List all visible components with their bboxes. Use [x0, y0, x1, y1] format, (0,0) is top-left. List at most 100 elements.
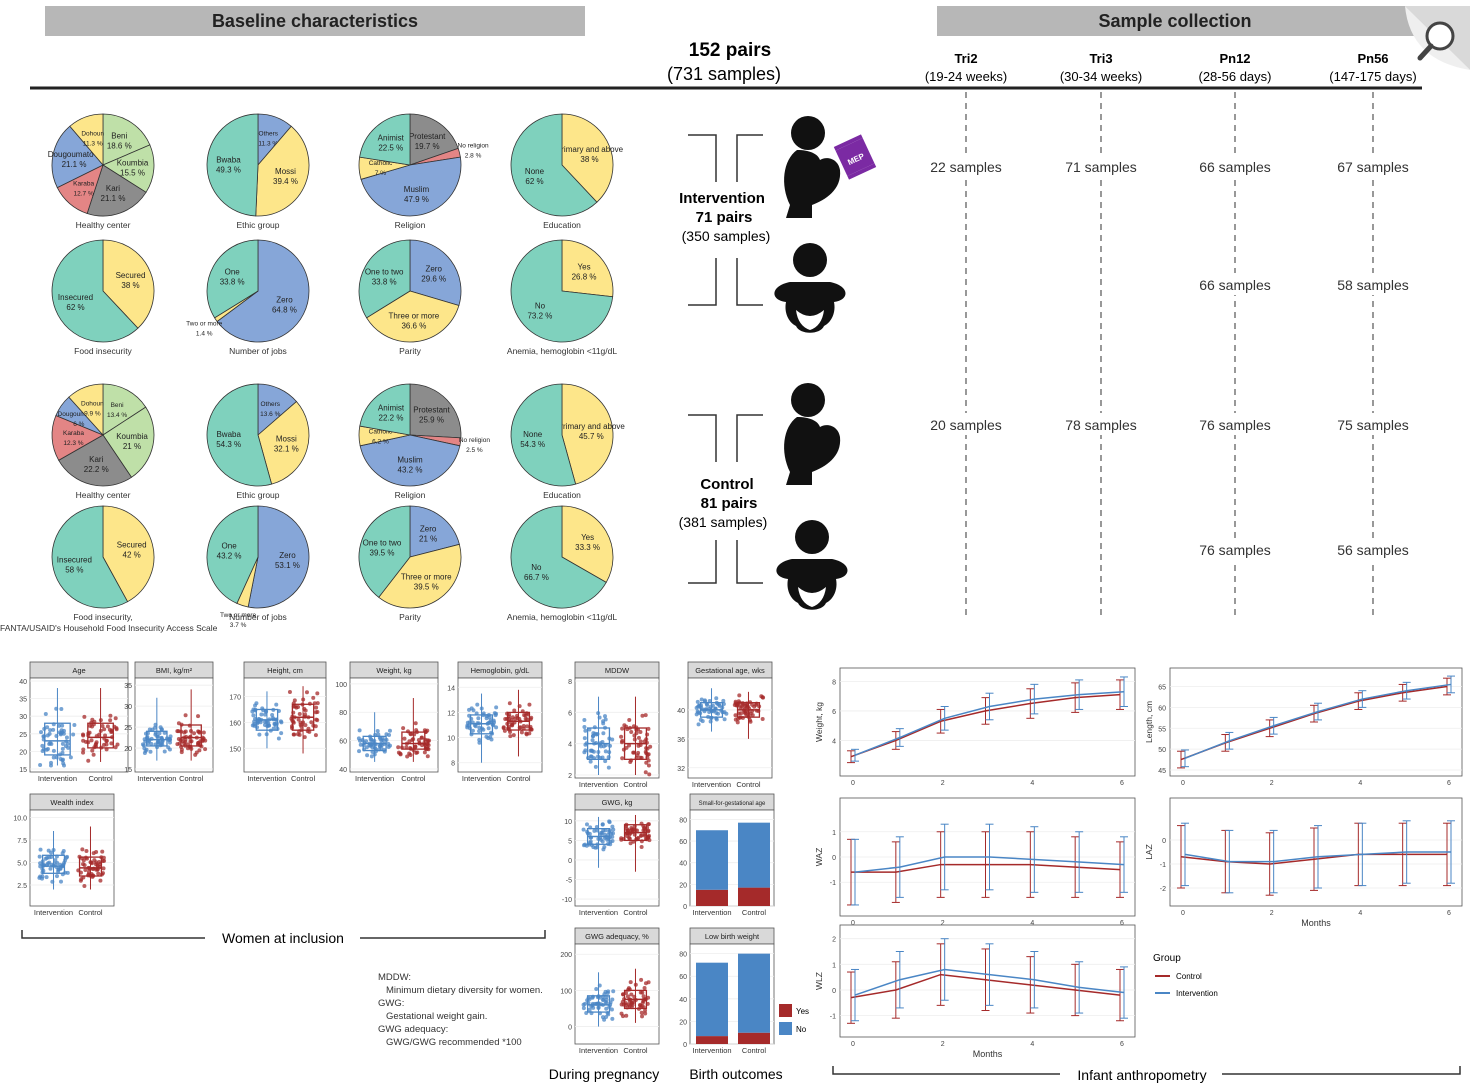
- data-point: [602, 845, 607, 850]
- slice-percent: 36.6 %: [401, 321, 426, 330]
- data-point: [610, 997, 615, 1002]
- pie-slice: [358, 239, 411, 319]
- slice-label: Kari: [89, 455, 103, 464]
- data-point: [313, 733, 318, 738]
- intervention-pairs: 71 pairs: [696, 209, 753, 226]
- data-point: [628, 980, 633, 985]
- data-point: [57, 723, 62, 728]
- slice-label: No religion: [459, 437, 490, 444]
- intervention-series-line: [854, 690, 1125, 756]
- slice-label: Mossi: [276, 435, 297, 444]
- timepoint-range: (30-34 weeks): [1060, 69, 1142, 84]
- data-point: [302, 735, 307, 740]
- slice-label: Beni: [111, 402, 124, 409]
- box: [78, 856, 103, 877]
- data-point: [625, 994, 630, 999]
- tick-label: 65: [1158, 685, 1166, 692]
- data-point: [115, 742, 120, 747]
- data-point: [276, 736, 281, 741]
- intervention-series-line: [854, 856, 1125, 873]
- pie-slice: [51, 239, 139, 343]
- data-point: [646, 822, 651, 827]
- data-point: [59, 879, 64, 884]
- data-point: [176, 736, 181, 741]
- slice-percent: 9.9 %: [84, 410, 101, 417]
- slice-percent: 29.6 %: [421, 274, 446, 283]
- data-point: [641, 994, 646, 999]
- tick-label: -1: [830, 1014, 836, 1021]
- bar-no: [738, 953, 770, 1033]
- timepoint-name: Tri2: [954, 51, 977, 66]
- data-point: [707, 699, 712, 704]
- data-point: [637, 1003, 642, 1008]
- slice-label: Dohoun: [81, 130, 104, 137]
- slice-label: No: [535, 302, 546, 311]
- pie-slice: [51, 505, 129, 609]
- pie-slice: [102, 144, 155, 193]
- panel-title: Gestational age, wks: [695, 666, 765, 675]
- slice-label: Zero: [425, 264, 442, 273]
- slice-label: Dohoun: [81, 400, 104, 407]
- slice-percent: 32.1 %: [274, 445, 299, 454]
- data-point: [581, 827, 586, 832]
- legend-yes: Yes: [796, 1007, 809, 1016]
- count-cell: 67 samples: [1337, 159, 1409, 175]
- data-point: [401, 726, 406, 731]
- tick-label: 0: [683, 904, 687, 911]
- data-point: [695, 699, 700, 704]
- sample-header: Sample collection: [1098, 11, 1251, 31]
- slice-percent: 39.5 %: [414, 583, 439, 592]
- data-point: [587, 1007, 592, 1012]
- tick-label: 160: [229, 720, 241, 727]
- tick-label: 200: [560, 952, 572, 959]
- slice-percent: 45.7 %: [579, 432, 604, 441]
- slice-percent: 3.7 %: [230, 622, 247, 629]
- intervention-series-line: [1184, 683, 1452, 760]
- control-series-line: [850, 973, 1121, 999]
- panel-title: BMI, kg/m²: [156, 666, 193, 675]
- data-point: [610, 1016, 615, 1021]
- slice-label: Bwaba: [216, 430, 241, 439]
- slice-percent: 62 %: [66, 303, 84, 312]
- baby-icon: [774, 243, 846, 333]
- zoom-button[interactable]: [1405, 6, 1470, 70]
- slice-label: Primary and above: [556, 145, 624, 154]
- data-point: [274, 702, 279, 707]
- slice-percent: 21 %: [123, 442, 141, 451]
- data-point: [92, 858, 97, 863]
- tick-label: 15: [124, 767, 132, 774]
- intervention-series-line: [854, 968, 1125, 996]
- pie-slice: [510, 383, 577, 487]
- slice-percent: 7 %: [375, 170, 386, 177]
- data-point: [183, 740, 188, 745]
- slice-label: Zero: [279, 551, 296, 560]
- data-point: [609, 1007, 614, 1012]
- tick-label: 14: [447, 685, 455, 692]
- data-point: [53, 858, 58, 863]
- data-point: [183, 713, 188, 718]
- data-point: [313, 724, 318, 729]
- data-point: [587, 831, 592, 836]
- count-cell: 71 samples: [1065, 159, 1137, 175]
- data-point: [387, 728, 392, 733]
- data-point: [484, 716, 489, 721]
- data-point: [86, 869, 91, 874]
- slice-label: Catholic: [369, 429, 393, 436]
- data-point: [588, 759, 593, 764]
- data-point: [297, 712, 302, 717]
- x-tick-label: 0: [851, 920, 855, 927]
- data-point: [55, 861, 60, 866]
- data-point: [518, 725, 523, 730]
- data-point: [80, 862, 85, 867]
- data-point: [90, 717, 95, 722]
- timeline-dashes: [965, 92, 1374, 615]
- count-cell: 58 samples: [1337, 277, 1409, 293]
- data-point: [643, 713, 648, 718]
- data-point: [603, 749, 608, 754]
